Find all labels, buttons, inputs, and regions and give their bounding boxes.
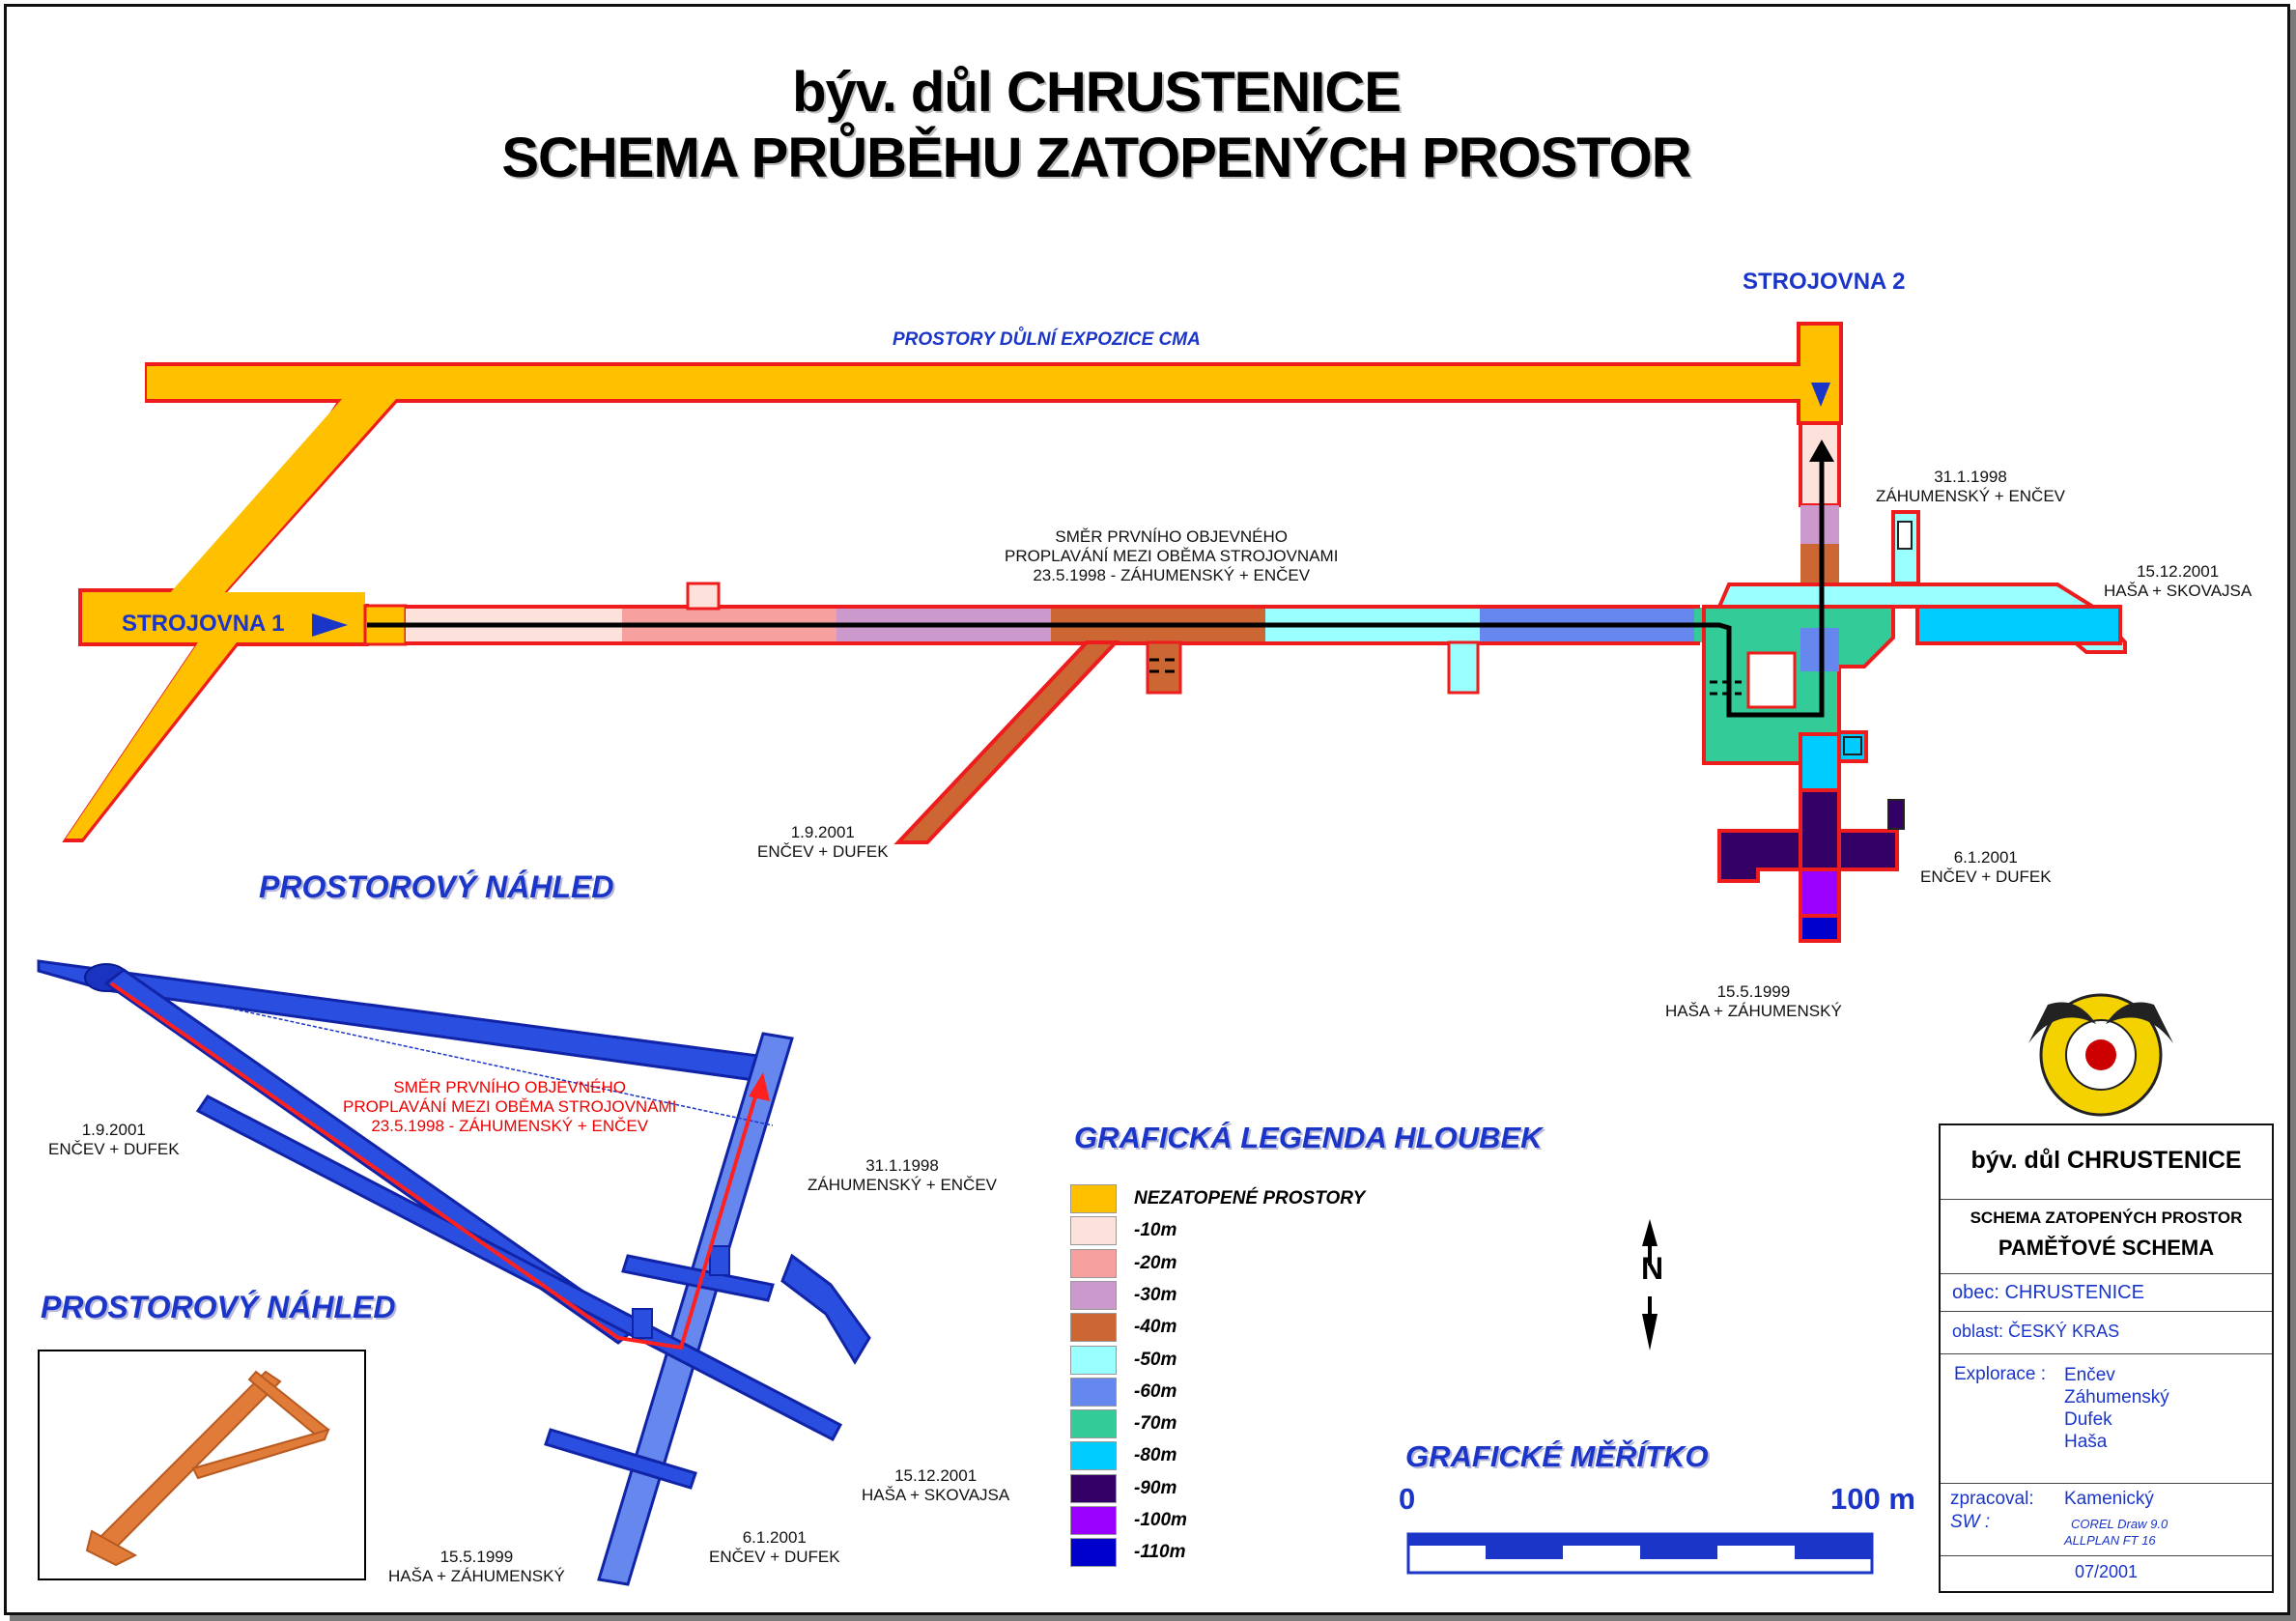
scale-right-label: 100 m	[1830, 1482, 1915, 1516]
heading-meritko: GRAFICKÉ MĚŘÍTKO	[1405, 1439, 1709, 1473]
legend-label: -50m	[1134, 1349, 1177, 1370]
route-arrow	[1809, 440, 1834, 462]
legend-label: -20m	[1134, 1252, 1177, 1273]
titleblock-sw1: COREL Draw 9.0	[2071, 1517, 2168, 1531]
titleblock-zpracoval-label: zpracoval:	[1950, 1489, 2034, 1509]
strojovna2-label: STROJOVNA 2	[1743, 269, 1906, 295]
titleblock-sub2: PAMĚŤOVÉ SCHEMA	[1998, 1236, 2215, 1260]
legend-swatch	[1070, 1473, 1117, 1503]
stub-20m	[686, 582, 721, 611]
inset-thumbnail	[85, 1370, 330, 1567]
yellow-fill	[66, 326, 1839, 839]
map-frame	[4, 4, 2290, 1615]
legend-swatch	[1070, 1313, 1117, 1343]
titleblock-sw-label: SW :	[1950, 1512, 1991, 1532]
diagonal-branch-40m	[893, 640, 1120, 844]
legend-label: -80m	[1134, 1445, 1177, 1466]
unflooded-spaces	[62, 322, 1843, 842]
heading-nahled-1: PROSTOROVÝ NÁHLED	[259, 869, 614, 904]
legend-swatch	[1070, 1184, 1117, 1213]
title-line-2: SCHEMA PRŮBĚHU ZATOPENÝCH PROSTOR	[501, 127, 1691, 189]
strojovna2-arrow	[1811, 383, 1830, 407]
stub-50m	[1447, 640, 1480, 695]
titleblock-sw2: ALLPLAN FT 16	[2064, 1533, 2156, 1548]
legend-label: -60m	[1134, 1380, 1177, 1402]
titleblock-explorace-label: Explorace :	[1954, 1364, 2047, 1384]
legend-swatch	[1070, 1345, 1117, 1375]
speleo-logo	[2028, 993, 2173, 1117]
titleblock-name: býv. důl CHRUSTENICE	[1970, 1147, 2242, 1174]
scale-left-label: 0	[1399, 1482, 1416, 1516]
heading-nahled-2: PROSTOROVÝ NÁHLED	[41, 1290, 396, 1324]
route-line	[367, 446, 1825, 718]
legend-swatch	[1070, 1216, 1117, 1246]
title-block: býv. důl CHRUSTENICE SCHEMA ZATOPENÝCH P…	[1939, 1123, 2274, 1593]
legend-swatch	[1070, 1377, 1117, 1407]
titleblock-zpracoval: Kamenický	[2064, 1489, 2154, 1509]
legend-swatch	[1070, 1441, 1117, 1471]
legend-label: NEZATOPENÉ PROSTORY	[1134, 1188, 1366, 1209]
heading-legenda: GRAFICKÁ LEGENDA HLOUBEK	[1074, 1121, 1543, 1154]
legend-label: -30m	[1134, 1284, 1177, 1305]
titleblock-obec: obec: CHRUSTENICE	[1952, 1282, 2144, 1303]
legend-swatch	[1070, 1538, 1117, 1568]
north-label: N	[1641, 1251, 1664, 1286]
strojovna1-arrow	[312, 613, 348, 637]
north-arrow	[1642, 1219, 1658, 1351]
legend-label: -90m	[1134, 1477, 1177, 1498]
legend-swatch	[1070, 1409, 1117, 1439]
legend-label: -100m	[1134, 1510, 1187, 1530]
legend-label: -40m	[1134, 1317, 1177, 1338]
legend-label: -70m	[1134, 1413, 1177, 1435]
scale-bar	[1406, 1532, 1874, 1575]
title-line-1: býv. důl CHRUSTENICE	[792, 61, 1402, 124]
stub-40m	[1146, 640, 1182, 695]
expozice-label: PROSTORY DŮLNÍ EXPOZICE CMA	[893, 329, 1201, 350]
titleblock-sub1: SCHEMA ZATOPENÝCH PROSTOR	[1970, 1209, 2243, 1227]
titleblock-oblast: oblast: ČESKÝ KRAS	[1952, 1322, 2120, 1341]
legend-swatch	[1070, 1280, 1117, 1310]
strojovna1-label: STROJOVNA 1	[122, 611, 285, 637]
legend-swatch	[1070, 1506, 1117, 1535]
view-3d	[37, 959, 871, 1586]
legend-label: -110m	[1134, 1542, 1186, 1563]
legend-swatch	[1070, 1248, 1117, 1278]
legend-label: -10m	[1134, 1220, 1177, 1241]
titleblock-date: 07/2001	[2074, 1562, 2139, 1581]
